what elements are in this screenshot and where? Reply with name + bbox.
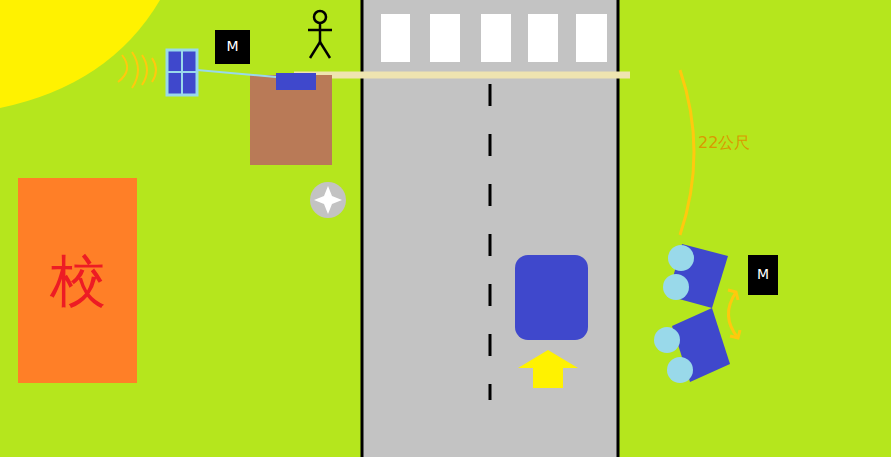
sun [0,0,160,108]
school-building [18,178,137,383]
road-edge [361,0,364,457]
sensor [276,73,316,90]
solar-panel [167,50,197,95]
node-text: M [757,267,769,282]
distance-bracket [680,70,694,235]
direction-arrow [518,350,578,388]
signal-waves [118,52,156,88]
school-box: 校 [18,178,137,383]
turn-arrow [728,290,740,338]
parked-scooter [663,244,728,308]
node-text: M [226,39,238,54]
node-text: 校 [50,250,106,312]
parked-scooter [654,308,730,383]
distance-label: 22公尺 [698,133,750,154]
sensor-beam [294,72,630,79]
car [515,255,588,340]
light-symbol [310,182,346,218]
sensor-tag: M [215,30,250,64]
cable [197,70,276,77]
road-edge [617,0,620,457]
road [362,0,618,457]
center-line [489,84,492,400]
pedestrian [308,11,332,58]
crosswalk [381,14,607,62]
sensor-tag: M [748,255,778,295]
